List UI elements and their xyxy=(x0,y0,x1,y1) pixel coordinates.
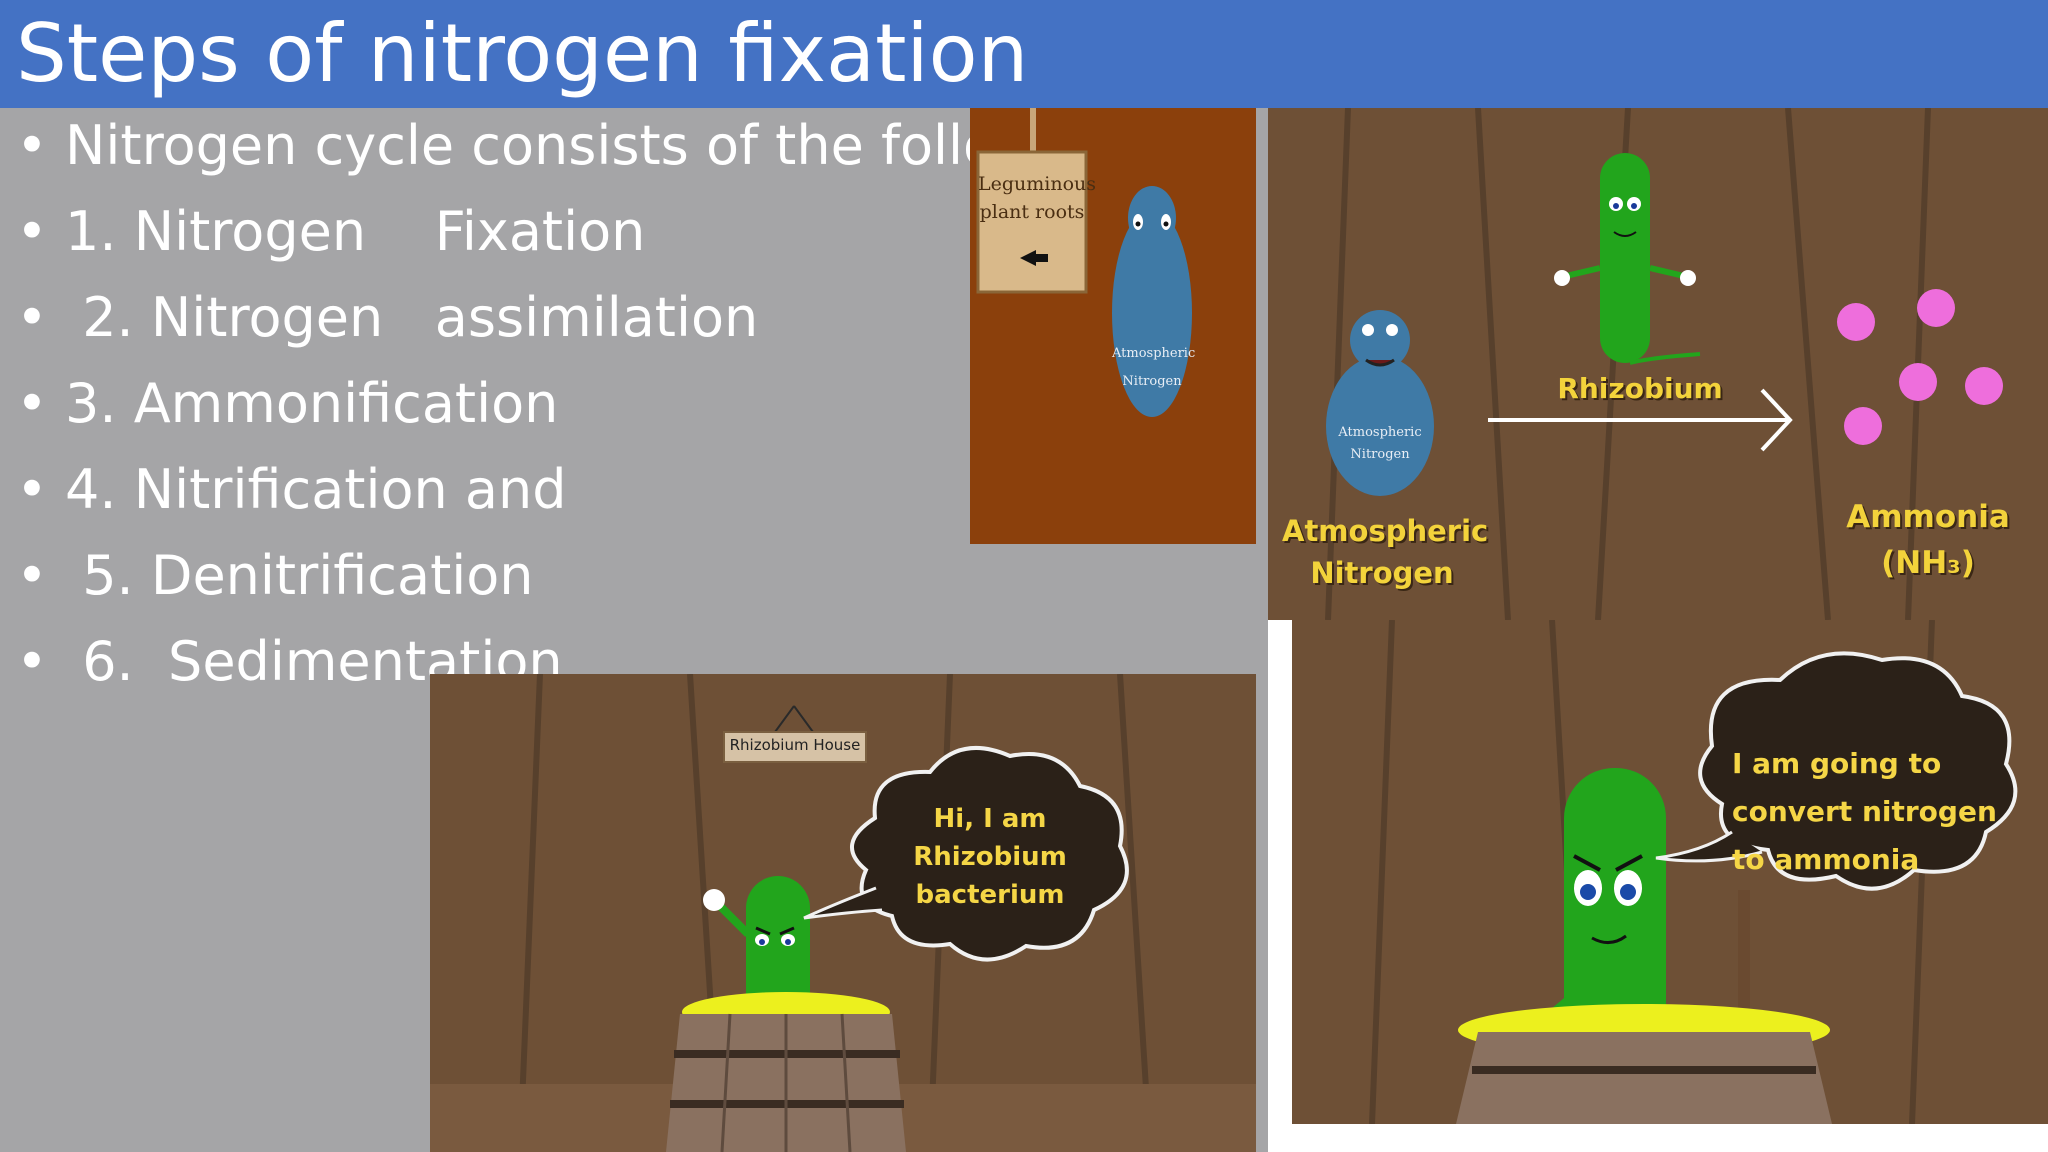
barrel-icon xyxy=(1456,1032,1832,1124)
rhizobium-character xyxy=(1554,153,1701,365)
barrel-icon xyxy=(666,1013,906,1152)
scene-art xyxy=(430,674,1256,1152)
bullet-item: • 1. Nitrogen Fixation xyxy=(16,200,646,263)
rhizobium-label: Rhizobium xyxy=(1557,372,1723,405)
ammonia-label: (NH₃) xyxy=(1881,545,1975,581)
scene-art xyxy=(1292,620,2048,1124)
bullet-item: • 4. Nitrification and xyxy=(16,458,567,521)
atmospheric-nitrogen-label: Nitrogen xyxy=(1310,556,1454,590)
bullet-item: • 2. Nitrogen assimilation xyxy=(16,286,759,349)
rhizobium-house-sign: Rhizobium House xyxy=(729,736,861,754)
sign-text: plant roots xyxy=(979,201,1085,223)
ammonia-molecules xyxy=(1837,289,2003,445)
panel-divider xyxy=(1268,620,1292,1152)
slide-title: Steps of nitrogen fixation xyxy=(16,7,1029,100)
bubble-text: I am going to xyxy=(1732,747,1942,780)
speech-bubble xyxy=(1655,651,2018,891)
image-rhizobium-conversion: Atmospheric Nitrogen Rhizobium Atmospher… xyxy=(1268,108,2048,620)
bubble-text: convert nitrogen xyxy=(1732,795,1997,828)
image-rhizobium-house: Rhizobium House Hi, I am Rhizobium bacte… xyxy=(430,674,1256,1152)
bubble-text: bacterium xyxy=(915,880,1065,910)
character-label: Nitrogen xyxy=(1350,447,1410,462)
reaction-arrow-icon xyxy=(1488,388,1793,452)
image-leguminous-roots: Leguminous plant roots Atmospheric Nitro… xyxy=(970,108,1256,544)
title-bar: Steps of nitrogen fixation xyxy=(0,0,2048,108)
ammonia-label: Ammonia xyxy=(1846,499,2010,535)
bullet-item: • 3. Ammonification xyxy=(16,372,559,435)
scene-art xyxy=(1268,108,2048,620)
bubble-text: to ammonia xyxy=(1732,843,1920,876)
image-convert-nitrogen: I am going to convert nitrogen to ammoni… xyxy=(1292,620,2048,1124)
bubble-text: Hi, I am xyxy=(933,804,1047,834)
character-label: Nitrogen xyxy=(1122,374,1182,389)
bullet-item: • 5. Denitrification xyxy=(16,544,534,607)
atmospheric-nitrogen-character xyxy=(1326,310,1434,496)
bullet-item: • Nitrogen cycle consists of the followi… xyxy=(16,114,1090,177)
atmospheric-nitrogen-label: Atmospheric xyxy=(1282,514,1489,548)
bubble-text: Rhizobium xyxy=(913,842,1067,872)
speech-bubble xyxy=(803,746,1129,962)
panel-divider xyxy=(1292,1124,2048,1152)
character-label: Atmospheric xyxy=(1338,425,1422,440)
atmospheric-nitrogen-character xyxy=(1112,186,1192,417)
sign-text: Leguminous xyxy=(978,173,1097,195)
character-label: Atmospheric xyxy=(1112,346,1196,361)
scene-art xyxy=(970,108,1256,544)
